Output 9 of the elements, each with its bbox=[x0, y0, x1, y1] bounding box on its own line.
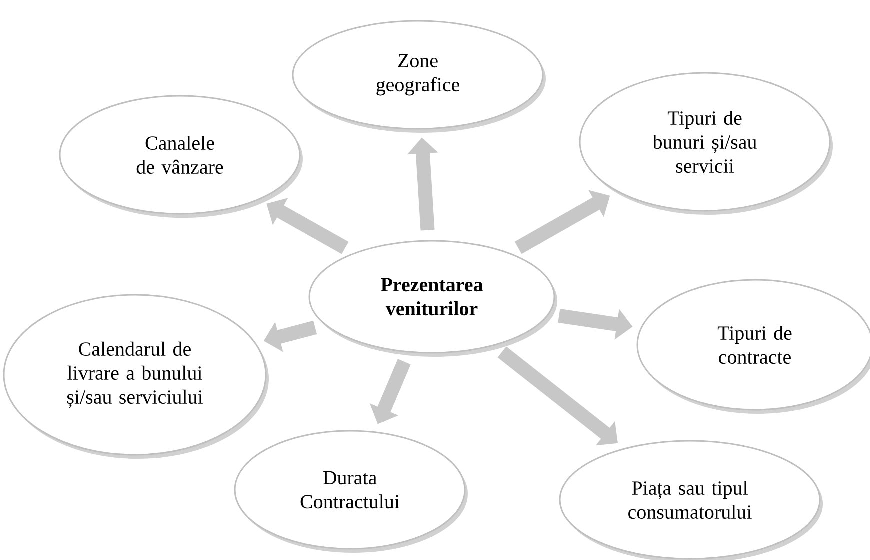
ellipse-node: Piața sau tipul consumatorului bbox=[559, 440, 823, 560]
ellipse-node: Zone geografice bbox=[292, 20, 546, 133]
ellipse-node: Tipuri de bunuri și/sau servicii bbox=[579, 72, 833, 215]
ellipse-node: Durata Contractului bbox=[234, 430, 468, 553]
ellipse-node: Calendarul de livrare a bunului și/sau serviciului bbox=[3, 294, 269, 459]
ellipse-node: Canalele de vânzare bbox=[59, 95, 303, 218]
node-label: Tipuri de contracte bbox=[718, 326, 792, 364]
ellipse-node: Prezentarea veniturilor bbox=[308, 240, 558, 357]
ellipse-node: Tipuri de contracte bbox=[636, 279, 870, 414]
